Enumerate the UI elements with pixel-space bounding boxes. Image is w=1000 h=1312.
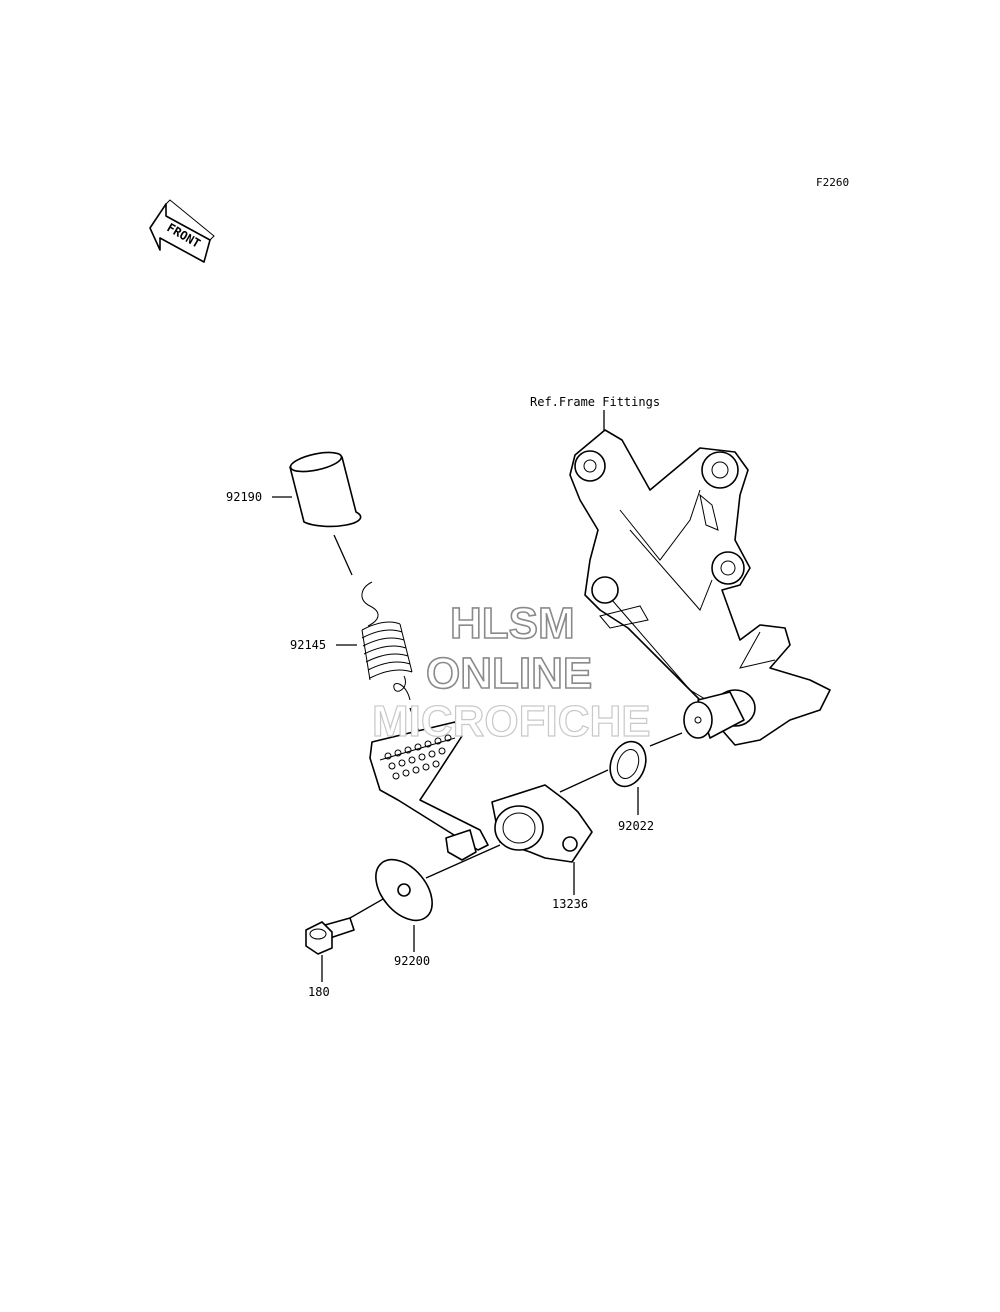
part-label-92200: 92200 [394,954,430,968]
bushing-sleeve [289,451,362,528]
part-label-180: 180 [308,985,330,999]
pedal-holder [491,784,593,863]
bolt [305,917,355,955]
flat-washer [375,858,433,922]
watermark-line-2: ONLINE [426,649,592,698]
spring [361,581,413,701]
washer [609,740,647,788]
part-label-13236: 13236 [552,897,588,911]
front-arrow-icon: FRONT [149,199,215,263]
part-label-92145: 92145 [290,638,326,652]
part-label-92022: 92022 [618,819,654,833]
watermark-line-3: MICROFICHE [372,697,651,746]
watermark-line-1: HLSM [450,599,575,648]
part-label-92190: 92190 [226,490,262,504]
reference-label: Ref.Frame Fittings [530,395,660,409]
brake-pedal [369,721,489,861]
figure-code: F2260 [816,176,849,189]
frame-fitting-bracket [569,429,831,746]
watermark: HLSM ONLINE MICROFICHE [371,598,651,746]
